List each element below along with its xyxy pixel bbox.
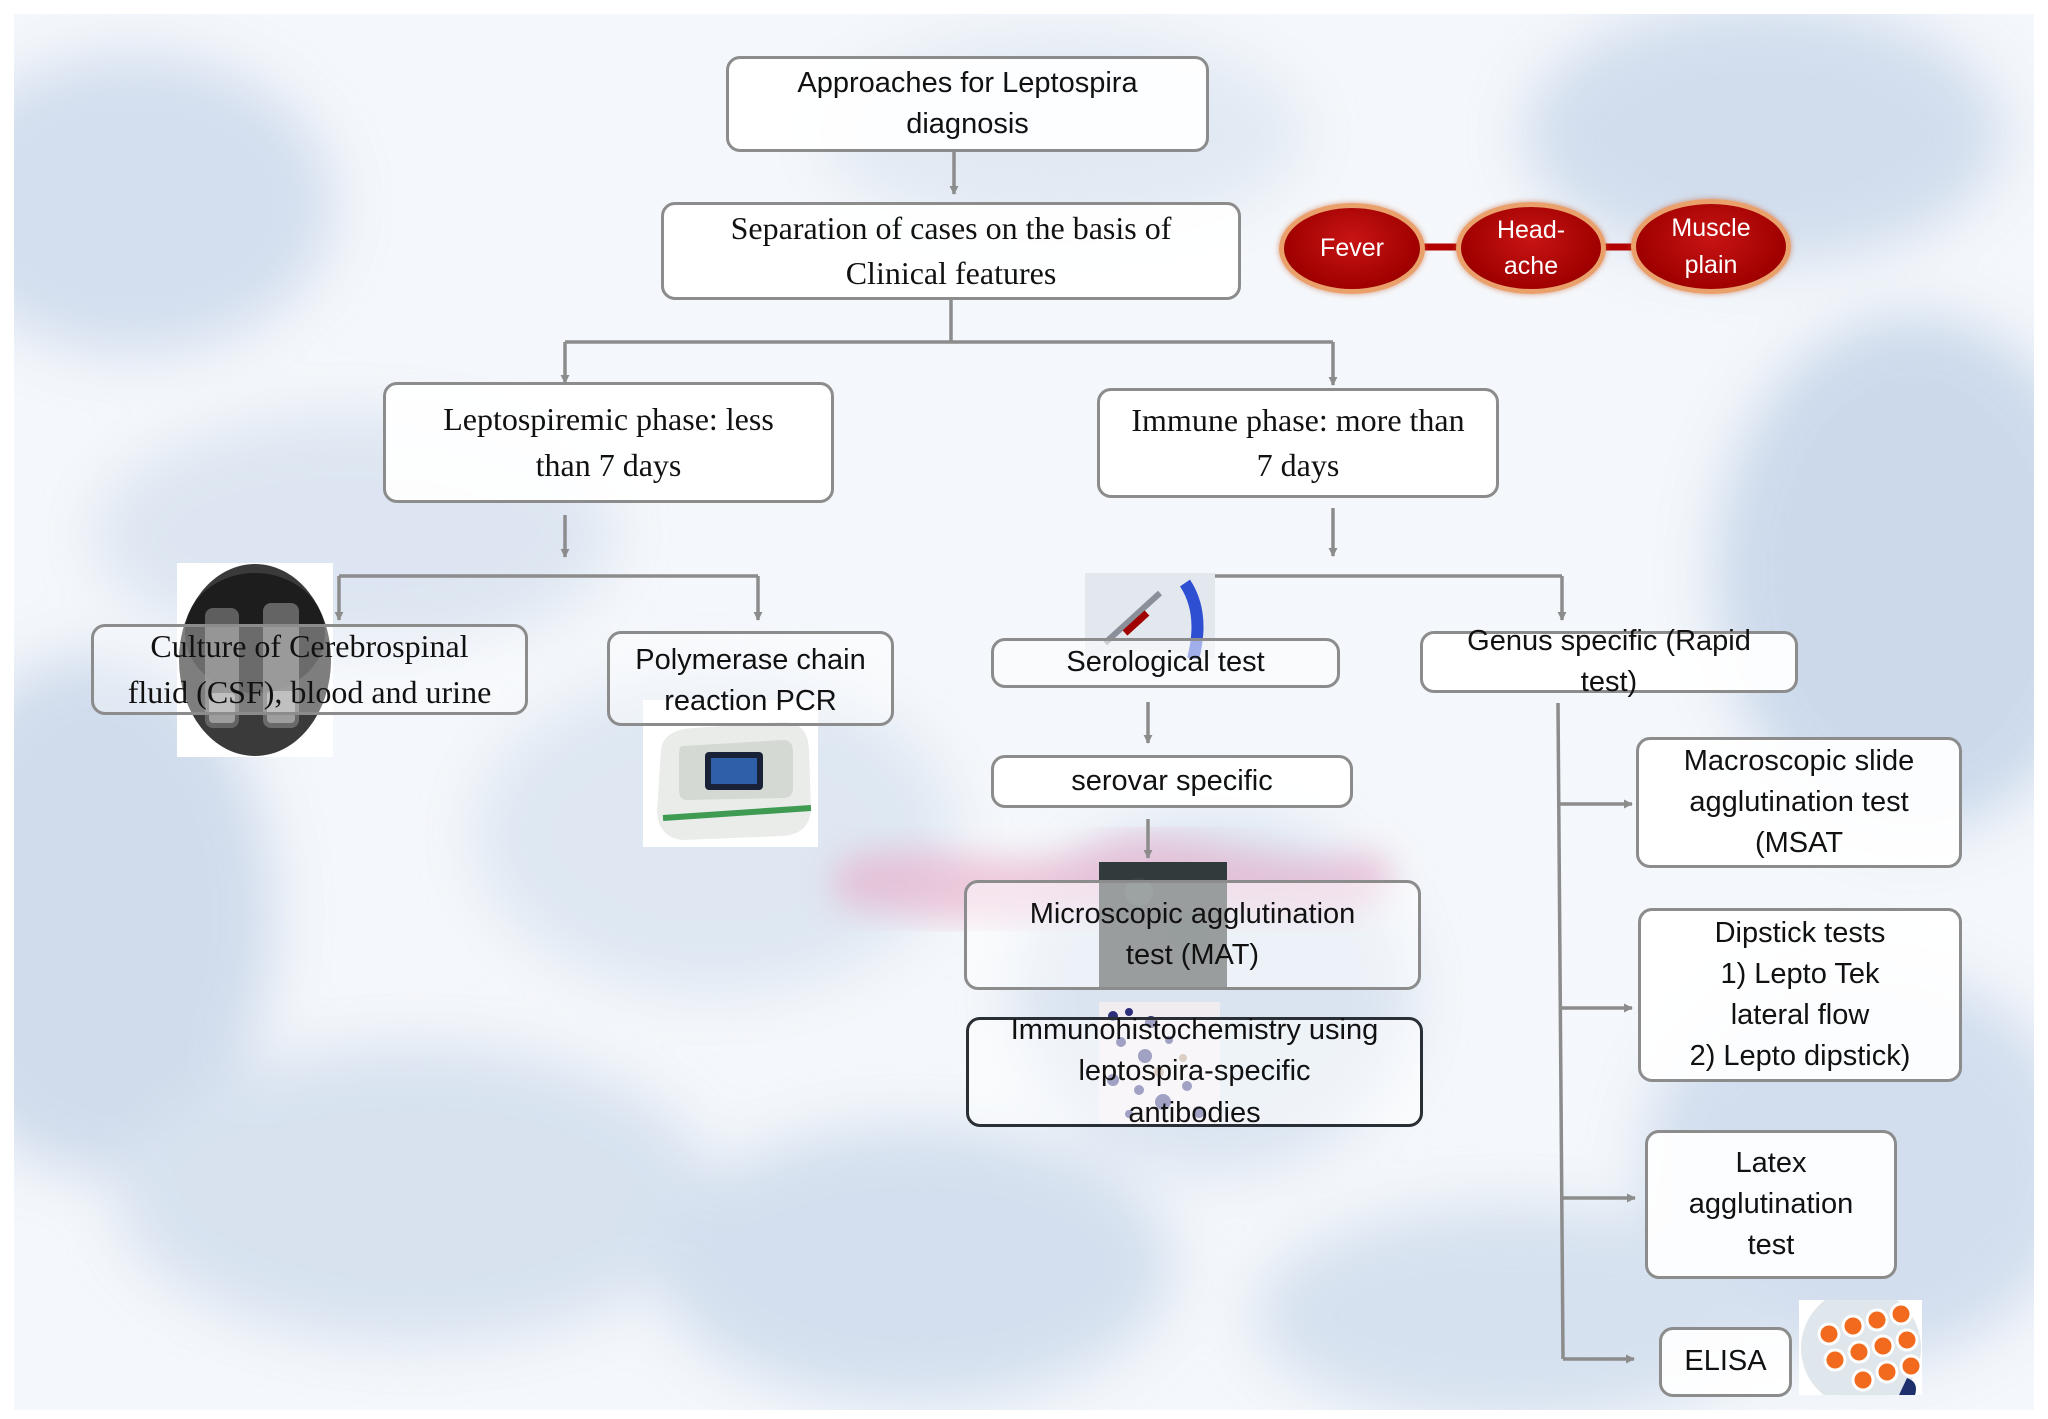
node-root: Approaches for Leptospira diagnosis: [726, 56, 1209, 152]
node-mat: Microscopic agglutination test (MAT): [964, 880, 1421, 990]
symptom-muscle-pain: Muscle plain: [1631, 199, 1791, 294]
node-serovar: serovar specific: [991, 755, 1353, 808]
node-serological: Serological test: [991, 638, 1340, 688]
node-genus-specific: Genus specific (Rapid test): [1420, 625, 1798, 698]
node-pcr: Polymerase chain reaction PCR: [607, 631, 894, 726]
symptom-fever: Fever: [1279, 203, 1425, 294]
line-genus-trunk: [1556, 702, 1565, 1360]
dipstick-line-3: 2) Lepto dipstick): [1689, 1040, 1911, 1073]
dipstick-line-2: 1) Lepto Tek lateral flow: [1720, 957, 1880, 1031]
sample-tubes-photo-icon: [177, 563, 333, 757]
node-latex: Latex agglutination test: [1645, 1130, 1897, 1279]
node-leptospiremic-phase: Leptospiremic phase: less than 7 days: [383, 382, 834, 503]
symptom-headache: Head- ache: [1456, 202, 1606, 294]
elisa-plate-photo-icon: [1799, 1300, 1922, 1395]
node-elisa: ELISA: [1659, 1327, 1792, 1397]
node-culture: Culture of Cerebrospinal fluid (CSF), bl…: [91, 624, 528, 715]
node-msat: Macroscopic slide agglutination test (MS…: [1636, 737, 1962, 868]
node-ihc: Immunohistochemistry using leptospira-sp…: [966, 1014, 1423, 1129]
node-immune-phase: Immune phase: more than 7 days: [1097, 388, 1499, 498]
node-separation: Separation of cases on the basis of Clin…: [661, 202, 1241, 300]
node-dipstick: Dipstick tests 1) Lepto Tek lateral flow…: [1638, 908, 1962, 1082]
dipstick-line-1: Dipstick tests: [1714, 916, 1886, 949]
